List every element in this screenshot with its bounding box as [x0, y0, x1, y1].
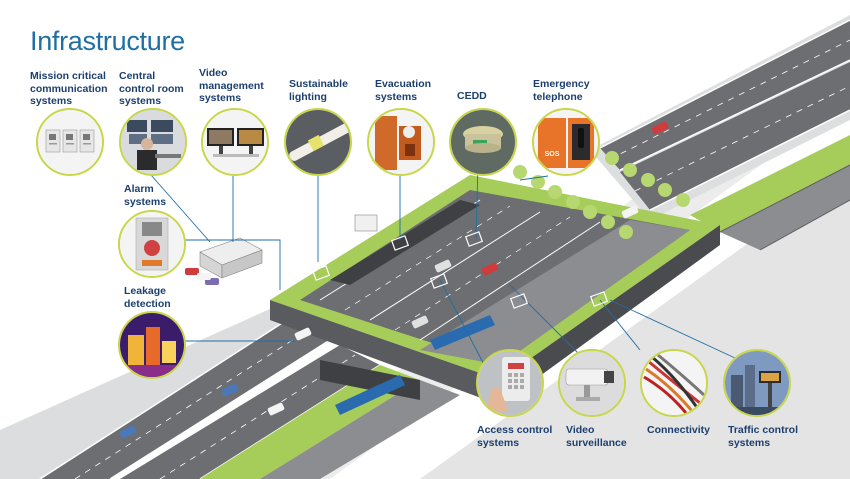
tunnel-railway [420, 220, 690, 365]
mission-critical-comm-icon [36, 108, 104, 176]
surveillance-camera-icon [558, 349, 626, 417]
label-video-management: Video management systems [199, 67, 264, 104]
lighting-icon [284, 108, 352, 176]
video-management-icon [201, 108, 269, 176]
tunnel-portal [320, 360, 420, 400]
label-connectivity: Connectivity [647, 424, 711, 436]
control-booth [354, 214, 378, 232]
control-building [199, 237, 263, 279]
label-traffic-control: Traffic control systems [728, 424, 799, 449]
label-evacuation: Evacuation systems [375, 78, 432, 103]
label-cedd: CEDD [457, 90, 487, 102]
access-control-icon [476, 349, 544, 417]
emergency-telephone-icon: SOS [532, 108, 600, 176]
label-access-control: Access control systems [477, 424, 553, 449]
upper-grass-strip [690, 135, 850, 232]
traffic-tower-icon [723, 349, 791, 417]
train [335, 315, 495, 415]
leakage-icon [118, 311, 186, 379]
label-alarm: Alarm systems [124, 183, 167, 208]
label-leakage: Leakage detection [124, 285, 171, 310]
trees [513, 151, 690, 239]
cedd-icon [449, 108, 517, 176]
markers [311, 231, 609, 309]
cars [119, 121, 669, 439]
cable-icon [640, 349, 708, 417]
lower-railway [260, 380, 460, 479]
label-emergency-telephone: Emergency telephone [533, 78, 590, 103]
label-sustainable-lighting: Sustainable lighting [289, 78, 348, 103]
upper-railway [720, 165, 850, 250]
alarm-icon [118, 210, 186, 278]
upper-road [590, 15, 850, 251]
label-video-surveillance: Video surveillance [566, 424, 627, 449]
control-room-icon [119, 108, 187, 176]
sos-text: SOS [545, 151, 560, 158]
evacuation-icon [367, 108, 435, 176]
page-title: Infrastructure [30, 26, 185, 56]
label-central-control: Central control room systems [119, 70, 184, 107]
label-mission-critical: Mission critical communication systems [30, 70, 108, 107]
